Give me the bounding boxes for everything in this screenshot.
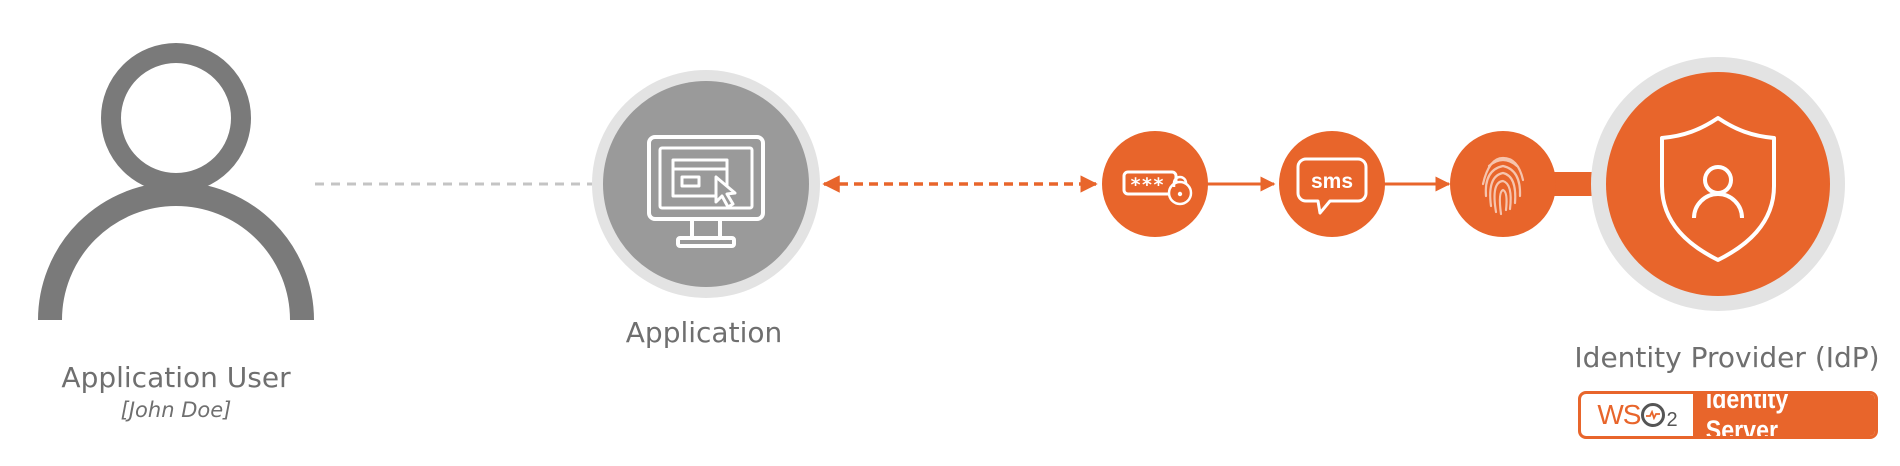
sms-icon: sms [1296,157,1368,215]
wso2-logo-suffix: 2 [1666,408,1677,431]
identity-server-label: Identity Server [1693,394,1875,436]
sms-text: sms [1311,170,1353,193]
fingerprint-icon [1481,156,1525,216]
wso2-logo-ring-icon [1641,403,1666,427]
idp-node [1591,57,1845,311]
wso2-identity-server-badge: WS 2 Identity Server [1578,391,1878,439]
application-user-name: [John Doe] [120,398,232,422]
idp-label: Identity Provider (IdP) [1574,341,1880,374]
monitor-icon [647,135,765,248]
factor-sms: sms [1279,131,1385,237]
wso2-logo-prefix: WS [1597,399,1641,430]
shield-user-icon [1660,116,1776,262]
password-mask-text: *** [1130,174,1164,196]
application-user-label: Application User [61,361,291,394]
application-node [592,70,820,298]
wso2-logo: WS 2 [1581,394,1693,436]
user-icon [38,43,314,321]
application-label: Application [625,316,783,349]
factor-fingerprint [1450,131,1556,237]
password-icon: *** [1122,170,1193,206]
factor-password: *** [1102,131,1208,237]
